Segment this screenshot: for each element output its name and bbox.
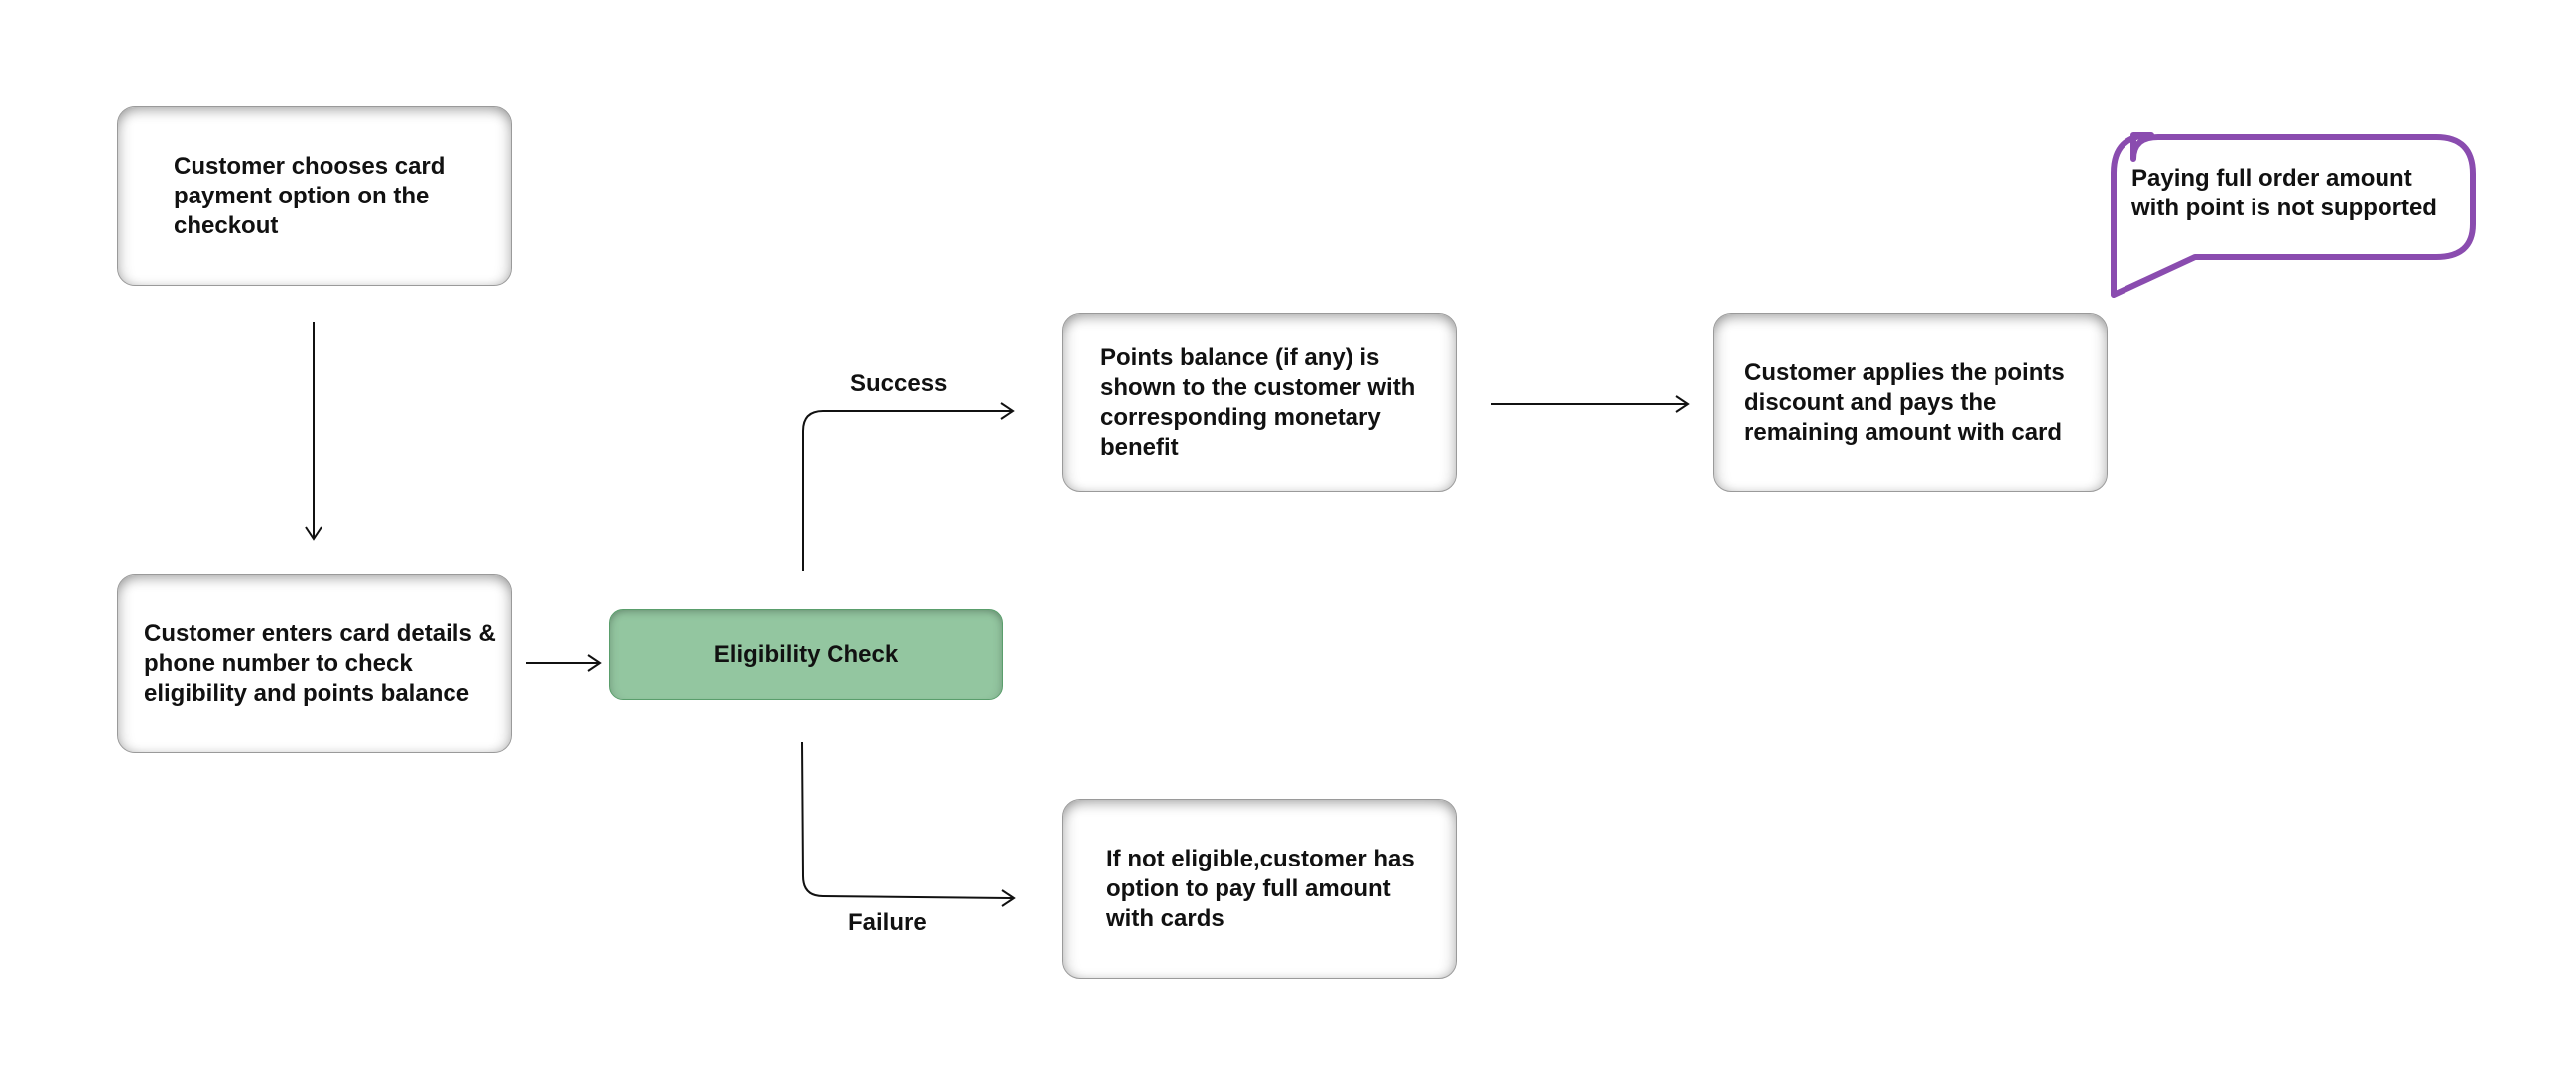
connector-failure (801, 741, 1014, 899)
node-points-balance: Points balance (if any) is shown to the … (1062, 313, 1457, 492)
arrowhead-failure (1001, 889, 1016, 907)
node-enter-card-details-text: Customer enters card details & phone num… (144, 619, 496, 707)
node-not-eligible-text: If not eligible,customer has option to p… (1106, 845, 1415, 932)
arrowhead-enter-to-eligibility (587, 654, 602, 672)
node-choose-card-payment: Customer chooses card payment option on … (117, 106, 512, 286)
node-not-eligible: If not eligible,customer has option to p… (1062, 799, 1457, 979)
node-choose-card-payment-text: Customer chooses card payment option on … (174, 152, 446, 239)
callout-bubble-outline (2111, 132, 2476, 298)
edge-label-success: Success (850, 370, 948, 397)
node-eligibility-check: Eligibility Check (609, 609, 1003, 700)
arrowhead-choose-to-enter (305, 526, 322, 541)
node-points-balance-text: Points balance (if any) is shown to the … (1100, 343, 1416, 461)
arrowhead-success (1000, 402, 1015, 420)
arrowhead-points-to-apply (1675, 395, 1690, 413)
node-apply-points-discount: Customer applies the points discount and… (1713, 313, 2108, 492)
node-eligibility-check-text: Eligibility Check (713, 640, 899, 668)
node-apply-points-discount-text: Customer applies the points discount and… (1744, 358, 2065, 446)
edge-label-failure: Failure (848, 909, 927, 936)
node-enter-card-details: Customer enters card details & phone num… (117, 574, 512, 753)
connector-success (802, 410, 1012, 571)
callout-text: Paying full order amount with point is n… (2131, 165, 2437, 221)
